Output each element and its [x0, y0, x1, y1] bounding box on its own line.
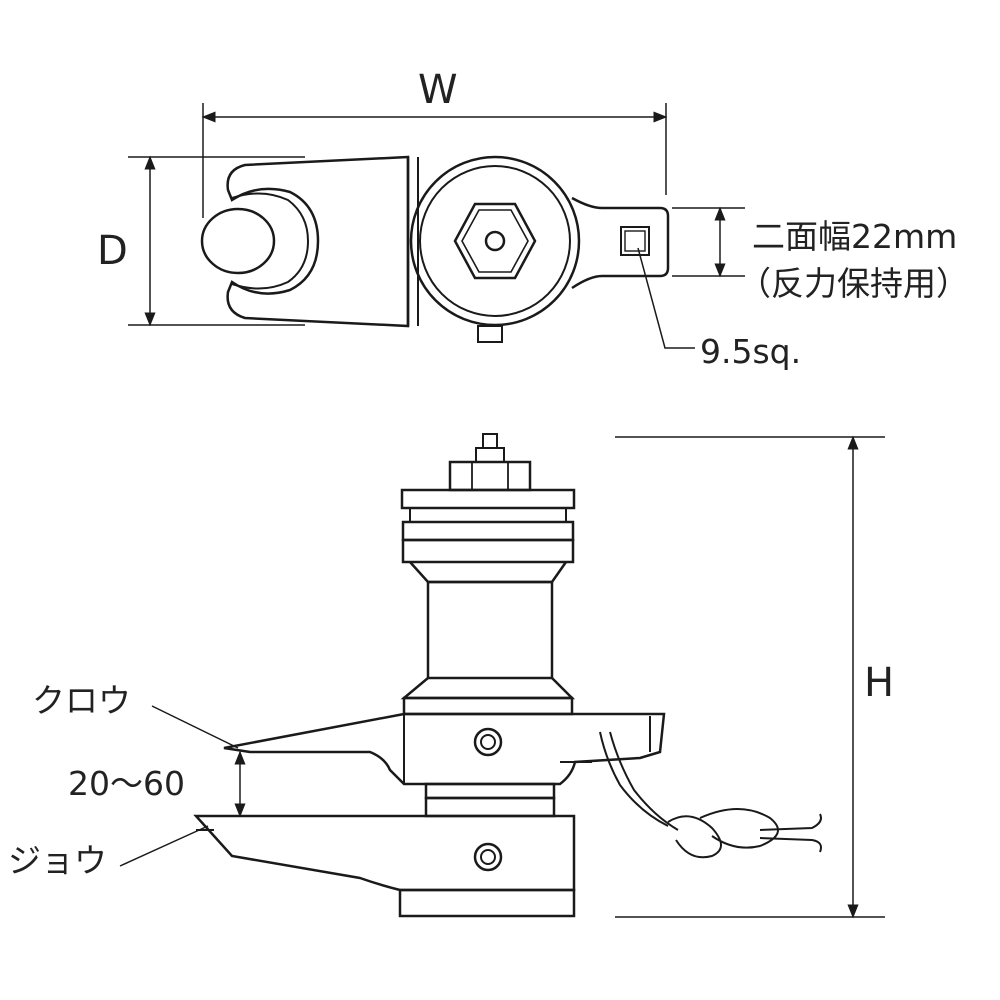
top-view: [128, 103, 745, 349]
claw-body-outline: [226, 155, 410, 328]
claw-arm: [223, 712, 666, 786]
label-w: W: [418, 67, 458, 113]
label-across-flats-note: （反力保持用）: [738, 264, 969, 303]
cylinder-body: [426, 580, 554, 680]
lanyard-tail: [759, 813, 822, 853]
jaw-bolt-inner: [480, 849, 496, 865]
label-jaw: ジョウ: [8, 841, 107, 880]
ring-upper: [401, 520, 575, 542]
bottom-pin: [477, 325, 503, 343]
lower-collar: [402, 696, 574, 716]
claw-inner-groove: [231, 192, 310, 290]
housing-inner-circle: [419, 165, 571, 317]
claw-bolt-head: [200, 207, 276, 275]
lanyard-wire: [599, 731, 669, 827]
label-d: D: [97, 228, 128, 274]
square-drive-leader: [637, 247, 695, 349]
top-stud: [482, 433, 498, 449]
lanyard-knot: [667, 808, 779, 859]
lower-taper: [400, 677, 576, 700]
jaw-body: [193, 814, 576, 892]
upper-taper: [409, 561, 568, 584]
base-plate: [398, 888, 576, 918]
label-claw: クロウ: [32, 681, 131, 720]
hex-nut-center: [484, 230, 506, 252]
spindle-upper: [424, 782, 556, 800]
top-nut: [448, 460, 532, 492]
ring-lower: [401, 538, 575, 564]
label-h: H: [864, 660, 894, 706]
square-drive: [620, 226, 650, 256]
top-stud-base: [475, 447, 505, 463]
housing-outer-circle: [409, 155, 581, 327]
hex-nut: [453, 202, 537, 280]
side-view: [119, 433, 885, 919]
claw-bolt-inner: [480, 734, 496, 750]
top-flange-lower: [409, 507, 567, 523]
hex-nut-chamfer: [461, 209, 529, 273]
square-drive-inner: [624, 230, 646, 252]
jaw-bolt: [473, 842, 503, 872]
label-opening-range: 20～60: [68, 764, 185, 803]
jaw-leader: [119, 825, 209, 867]
label-square-drive: 9.5sq.: [700, 332, 801, 371]
spindle-lower: [424, 796, 556, 818]
claw-leader: [151, 705, 239, 749]
top-flange: [400, 488, 576, 510]
reaction-arm: [571, 196, 670, 290]
claw-bolt: [473, 727, 503, 757]
lanyard-wire-2: [609, 731, 679, 831]
label-across-flats: 二面幅22mm: [752, 217, 957, 256]
